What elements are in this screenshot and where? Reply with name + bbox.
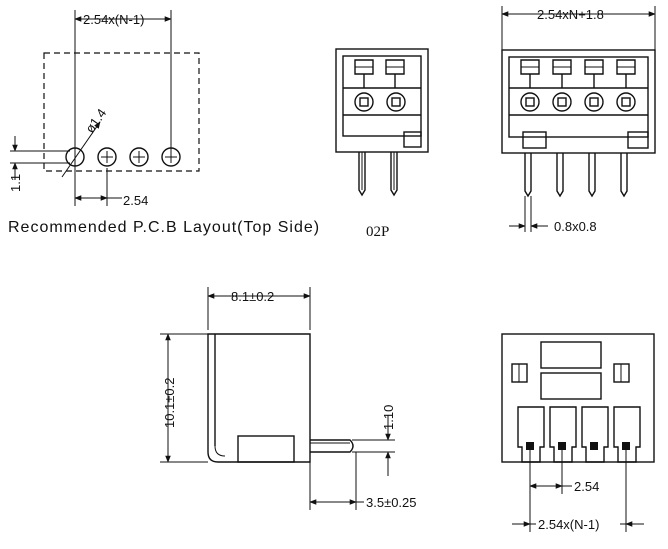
- pins: [524, 153, 628, 198]
- width-dimension-label: 2.54xN+1.8: [537, 7, 604, 22]
- bottom-pitch-total-label: 2.54x(N-1): [538, 517, 599, 532]
- wire-entries: [520, 92, 636, 112]
- bottom-slots: [517, 406, 641, 463]
- pcb-offset-label: 1.1: [8, 174, 23, 192]
- pcb-layout-caption: Recommended P.C.B Layout(Top Side): [8, 219, 320, 236]
- bottom-pitch-label: 2.54: [574, 479, 599, 494]
- pcb-pitch-label: 2.54: [123, 193, 148, 208]
- pin-size-label: 0.8x0.8: [554, 219, 597, 234]
- pcb-pitch-total-label: 2.54x(N-1): [83, 12, 144, 27]
- pcb-holes: [65, 147, 181, 167]
- front-view-2p: 02P: [335, 48, 429, 240]
- depth-dimension-label: 8.1±0.2: [231, 289, 274, 304]
- front-view-4p: 2.54xN+1.8 0.8x0.8: [501, 6, 656, 234]
- pin-height-label: 1.10: [381, 405, 396, 430]
- pcb-outline: [43, 52, 200, 172]
- height-dimension-label: 10.1±0.2: [162, 377, 177, 428]
- bottom-view: 2.54 2.54x(N-1): [501, 333, 655, 532]
- pole-tabs: [520, 59, 636, 88]
- pin-length-label: 3.5±0.25: [366, 495, 417, 510]
- pcb-layout-view: 2.54x(N-1) ø1.4 1.1 2.54 Recommended P.C…: [8, 10, 320, 236]
- pcb-hole-diameter-label: ø1.4: [82, 106, 109, 136]
- side-view: 8.1±0.2 10.1±0.2 1.10 3.5±0.25: [160, 287, 417, 510]
- front-view-label: 02P: [366, 224, 389, 240]
